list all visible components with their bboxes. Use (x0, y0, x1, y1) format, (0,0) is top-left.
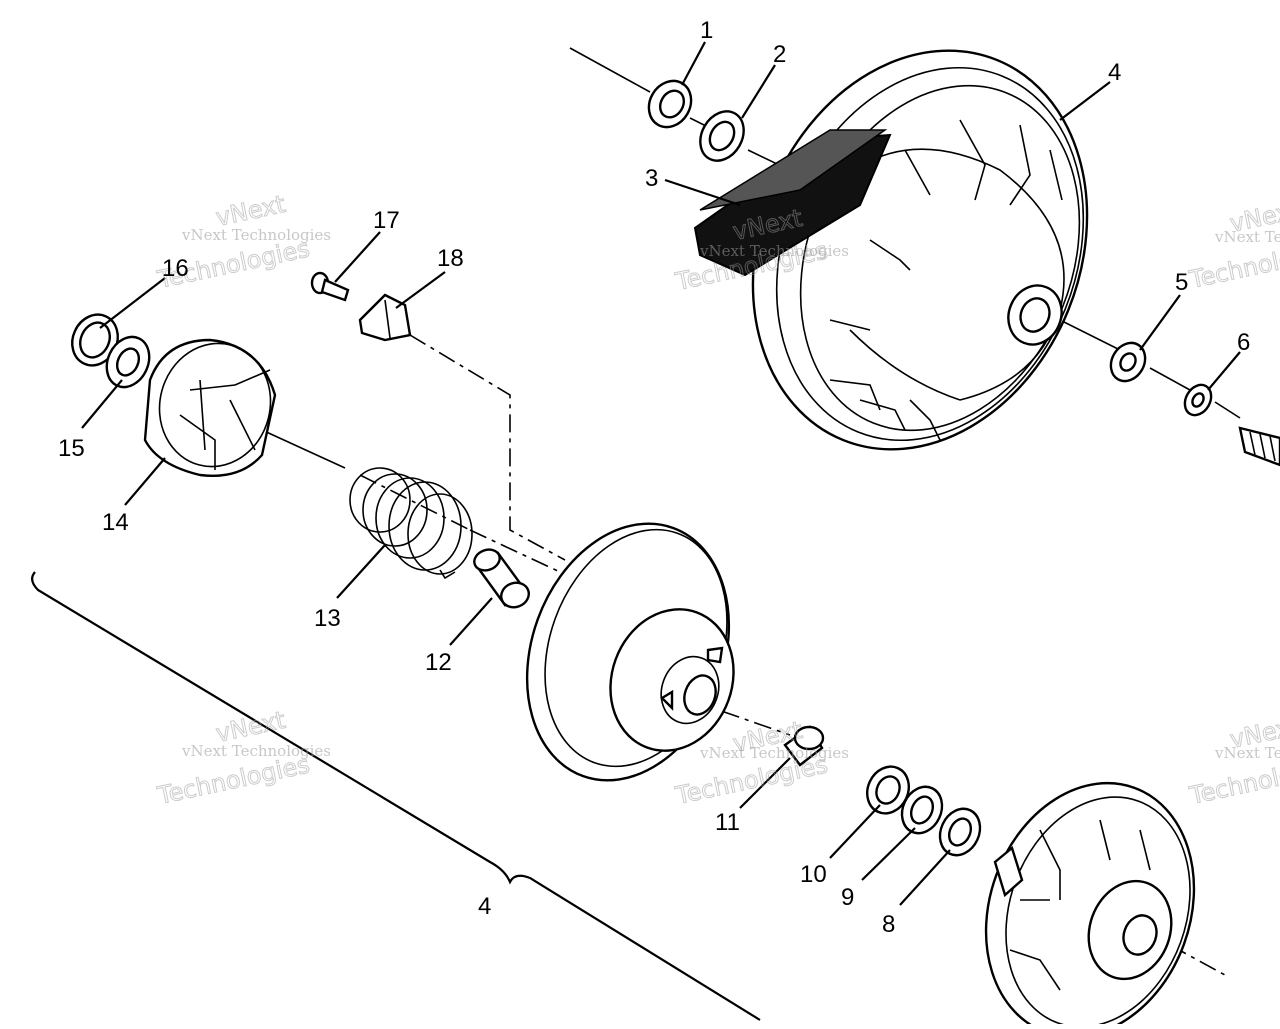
callout-13: 13 (314, 605, 341, 632)
part-17-screw (310, 271, 350, 302)
part-8-bearing (938, 807, 982, 857)
part-15-washer (105, 335, 151, 389)
watermark-name: vNext Technologies (1214, 744, 1280, 762)
callout-2: 2 (773, 41, 786, 68)
callout-labels: 1 2 3 4 5 6 8 9 10 11 12 13 14 15 16 17 … (58, 17, 1250, 938)
part-5-washer (1109, 341, 1147, 383)
part-6-nut (1183, 383, 1213, 417)
leader-lines (81, 41, 1241, 906)
part-11-bushing (783, 725, 825, 767)
assembly-bracket (31, 571, 761, 1021)
watermark-name: vNext Technologies (1214, 228, 1280, 246)
watermark-name: vNext Technologies (699, 744, 849, 762)
part-4-stationary-sheave (525, 522, 735, 782)
callout-3: 3 (645, 165, 658, 192)
watermark-6: vNext vNext Technologies Technologies (1186, 711, 1280, 810)
part-13-spring (349, 467, 473, 580)
watermark-3: vNext vNext Technologies Technologies (1186, 195, 1280, 294)
callout-15: 15 (58, 435, 85, 462)
shaft-bolt (1238, 426, 1280, 467)
callout-16: 16 (162, 255, 189, 282)
callout-6: 6 (1237, 329, 1250, 356)
part-12-bushing (473, 548, 530, 609)
watermark-4: vNext vNext Technologies Technologies (154, 705, 331, 810)
watermark-name: vNext Technologies (181, 226, 331, 244)
part-1-bearing (647, 79, 693, 129)
part-2-washer (699, 110, 745, 162)
callout-12: 12 (425, 649, 452, 676)
callout-9: 9 (841, 884, 854, 911)
callout-10: 10 (800, 861, 827, 888)
callout-4-assembly: 4 (478, 893, 491, 920)
callout-8: 8 (882, 911, 895, 938)
watermark-name: vNext Technologies (699, 242, 849, 260)
callout-4-top: 4 (1108, 59, 1121, 86)
part-14-helix-cam (143, 338, 277, 477)
watermark-name: vNext Technologies (181, 742, 331, 760)
callout-11: 11 (715, 809, 740, 836)
callout-18: 18 (437, 245, 464, 272)
lower-sheave-assembly (984, 781, 1196, 1029)
callout-14: 14 (102, 509, 129, 536)
callout-17: 17 (373, 207, 400, 234)
part-3-wear-block (693, 129, 892, 277)
part-18-button (358, 293, 412, 342)
callout-5: 5 (1175, 269, 1188, 296)
callout-1: 1 (700, 17, 713, 44)
